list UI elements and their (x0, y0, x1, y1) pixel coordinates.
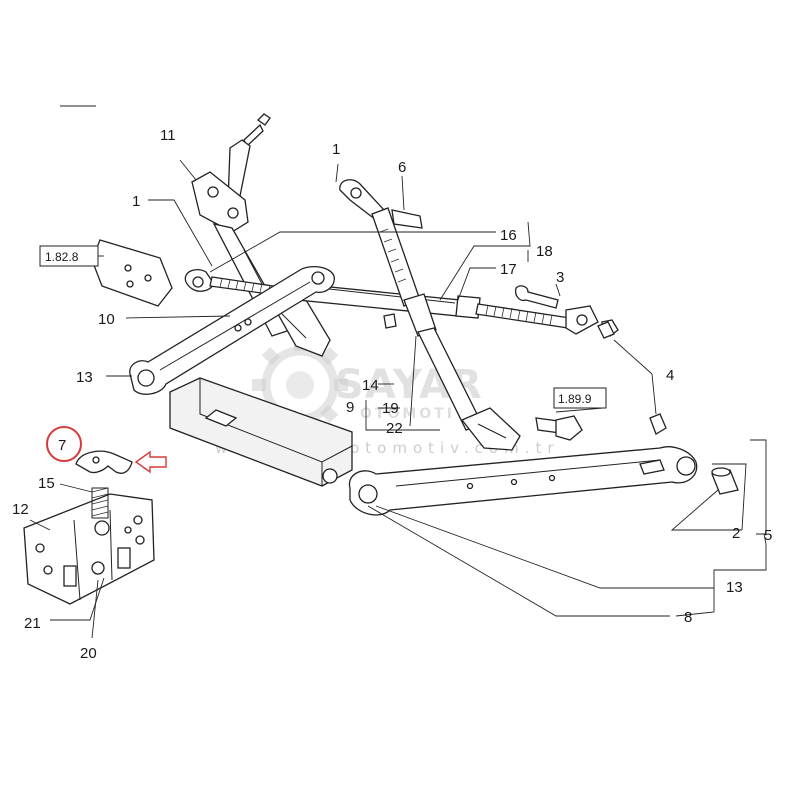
callout-17: 17 (500, 261, 517, 278)
callout-5: 5 (764, 527, 772, 544)
callout-20: 20 (80, 645, 97, 662)
callout-18: 18 (536, 243, 553, 260)
callout-8: 8 (684, 609, 692, 626)
callout-10: 10 (98, 311, 115, 328)
callout-1-left: 1 (132, 193, 140, 210)
callout-22: 22 (386, 420, 403, 437)
callout-6: 6 (398, 159, 406, 176)
callout-labels: 11 1 1 6 16 18 17 3 4 10 13 14 9 19 22 7… (12, 127, 772, 662)
callout-19: 19 (382, 400, 399, 417)
ref-1-89-9-label: 1.89.9 (558, 392, 592, 406)
callout-11: 11 (160, 127, 176, 144)
callout-9: 9 (346, 399, 354, 416)
ref-1-82-8-label: 1.82.8 (45, 250, 79, 264)
callout-2: 2 (732, 525, 740, 542)
pin-1-89-9 (535, 415, 583, 441)
highlight-arrow-icon (134, 450, 167, 474)
ref-box-1-89-9: 1.89.9 (553, 387, 607, 409)
mounting-plate (91, 239, 173, 307)
callout-3: 3 (556, 269, 564, 286)
clip-4 (597, 321, 667, 435)
ref-box-1-82-8: 1.82.8 (39, 245, 104, 267)
lower-link-left (129, 265, 335, 395)
pin-3 (514, 285, 559, 309)
callout-1-right: 1 (332, 141, 340, 158)
callout-12: 12 (12, 501, 29, 518)
highlight-callout-7 (46, 426, 167, 474)
callout-13-right: 13 (726, 579, 743, 596)
stabilizer-strut (297, 283, 619, 337)
cross-member (169, 377, 353, 487)
detail-plate-assembly (23, 450, 155, 605)
leader-lines (29, 105, 767, 639)
callout-16: 16 (500, 227, 517, 244)
lift-rod-right (339, 179, 521, 451)
callout-4: 4 (666, 367, 674, 384)
lower-link-right (348, 446, 698, 516)
catch-7 (75, 450, 133, 474)
callout-21: 21 (24, 615, 41, 632)
spring-15 (91, 487, 109, 519)
watermark-sub: OTOMOTIV (360, 406, 469, 422)
bushing-2 (711, 467, 739, 495)
callout-14: 14 (362, 377, 379, 394)
callout-15: 15 (38, 475, 55, 492)
callout-13-left: 13 (76, 369, 93, 386)
callout-7: 7 (58, 437, 66, 454)
